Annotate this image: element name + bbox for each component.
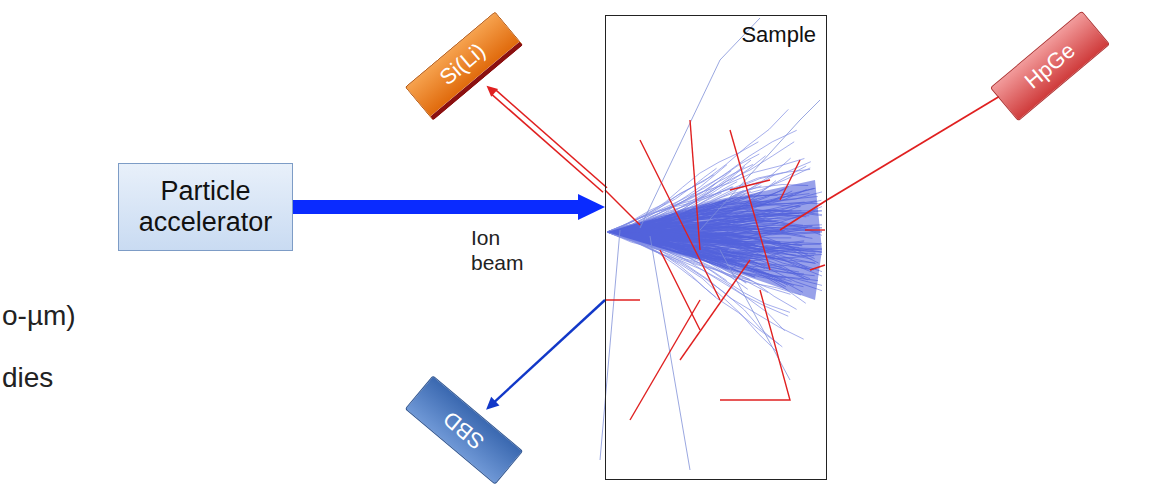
ion-beam-arrow [293,194,605,220]
text-fragment: dies [2,362,53,394]
emission-arrow [486,300,605,410]
text-fragment: o-µm) [2,300,76,332]
detector-name: HpGe [1020,38,1081,95]
box-label: Particle accelerator [123,176,288,238]
emission-arrow [487,86,607,192]
detector-box: Si(Li) [405,11,524,121]
edge-label: Ion beam [471,225,541,275]
sample-label: Sample [616,22,816,48]
emission-arrow [827,81,1024,200]
detector-name: Si(Li) [435,38,491,91]
detector-name: SBD [438,405,489,454]
accelerator-box: Particle accelerator [118,163,293,251]
sample-box: Sample [605,15,827,480]
detector-box: HpGe [990,11,1110,122]
